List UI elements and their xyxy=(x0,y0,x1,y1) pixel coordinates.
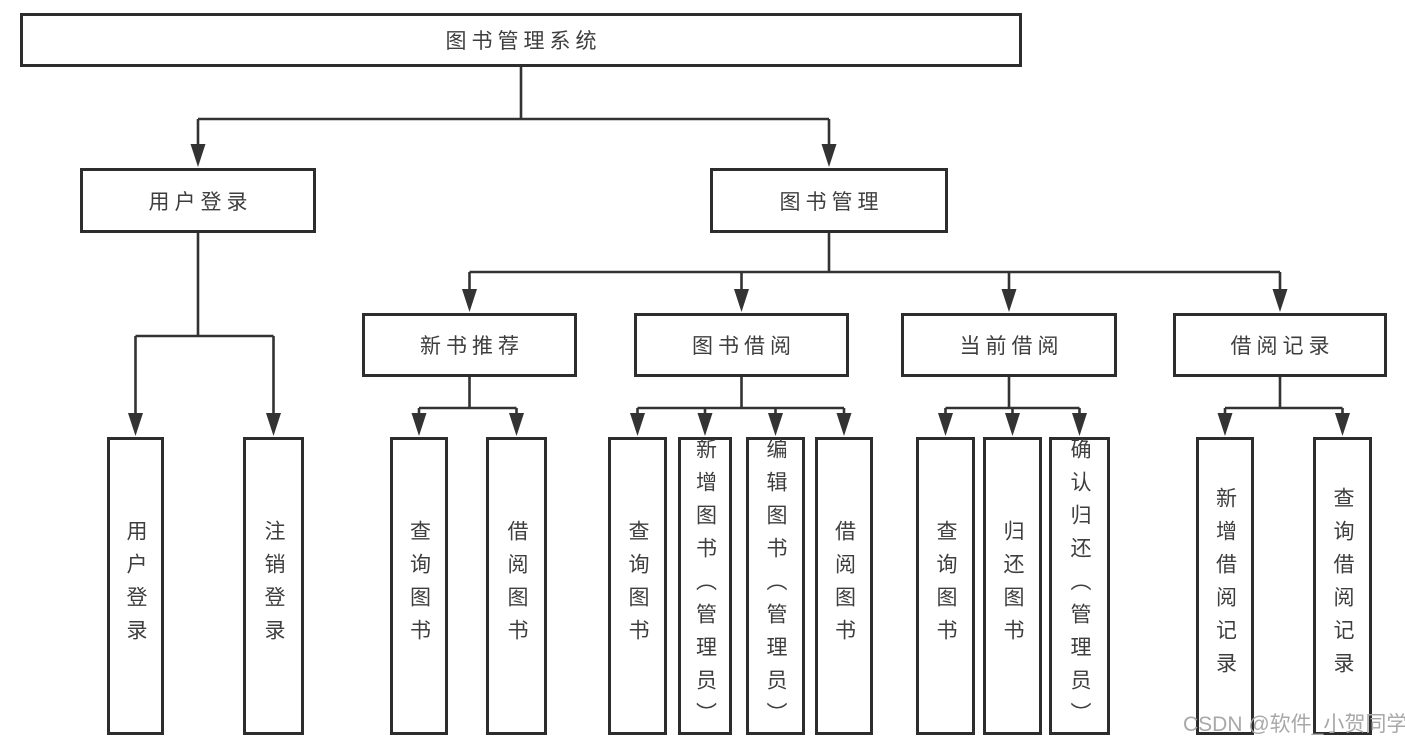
csdn-watermark: CSDN @软件_小贺同学 xyxy=(1183,713,1405,736)
node-user-login-label: 用户登录 xyxy=(148,190,253,214)
node-current-borrow-label: 当前借阅 xyxy=(959,335,1064,358)
leaf-query-book-1-label: 查询图书 xyxy=(407,520,431,652)
leaf-query-book-2-label: 查询图书 xyxy=(626,520,649,652)
arrowhead-icon xyxy=(697,413,713,436)
node-current-borrow: 当前借阅 xyxy=(901,313,1117,377)
arrowhead-icon xyxy=(509,413,524,436)
node-book-mgmt: 图书管理 xyxy=(710,168,948,233)
leaf-add-borrow-record: 新增借阅记录 xyxy=(1196,437,1254,735)
connector-user-login-to-leaves xyxy=(128,233,281,436)
arrowhead-icon xyxy=(1335,413,1350,436)
leaf-confirm-return-admin: 确认归还（管理员） xyxy=(1049,437,1110,735)
leaf-user-login: 用户登录 xyxy=(107,437,164,735)
connector-new-book-to-leaves xyxy=(411,377,524,436)
arrowhead-icon xyxy=(836,413,852,436)
leaf-borrow-book-1: 借阅图书 xyxy=(486,437,547,735)
arrowhead-icon xyxy=(1005,413,1020,436)
connector-root-to-branches xyxy=(190,67,837,167)
arrowhead-icon xyxy=(1001,289,1017,312)
leaf-edit-book-admin-label: 编辑图书（管理员） xyxy=(764,437,787,735)
leaf-logout: 注销登录 xyxy=(243,437,304,735)
node-user-login: 用户登录 xyxy=(80,168,316,233)
leaf-query-book-1: 查询图书 xyxy=(390,437,448,735)
node-borrow-records: 借阅记录 xyxy=(1173,313,1387,377)
arrowhead-icon xyxy=(1072,413,1087,436)
connector-borrow-records-to-leaves xyxy=(1217,377,1350,436)
leaf-query-book-2: 查询图书 xyxy=(608,437,667,735)
arrowhead-icon xyxy=(190,144,206,167)
node-new-book-recommend: 新书推荐 xyxy=(362,313,577,377)
arrowhead-icon xyxy=(630,413,645,436)
leaf-query-book-3-label: 查询图书 xyxy=(934,520,957,652)
node-root-label: 图书管理系统 xyxy=(445,30,602,53)
leaf-borrow-book-2-label: 借阅图书 xyxy=(832,520,856,652)
leaf-logout-label: 注销登录 xyxy=(262,520,285,652)
leaf-borrow-book-1-label: 借阅图书 xyxy=(505,520,528,652)
arrowhead-icon xyxy=(411,413,427,436)
connector-current-borrow-to-leaves xyxy=(938,377,1087,436)
arrowhead-icon xyxy=(128,413,143,436)
connector-path xyxy=(196,67,831,152)
node-book-borrow: 图书借阅 xyxy=(634,313,849,377)
node-book-mgmt-label: 图书管理 xyxy=(779,190,884,214)
connector-book-borrow-to-leaves xyxy=(630,377,852,436)
arrowhead-icon xyxy=(734,289,749,312)
leaf-query-borrow-record-label: 查询借阅记录 xyxy=(1331,487,1354,685)
node-new-book-recommend-label: 新书推荐 xyxy=(420,335,524,358)
arrowhead-icon xyxy=(462,289,477,312)
leaf-query-book-3: 查询图书 xyxy=(916,437,975,735)
node-borrow-records-label: 借阅记录 xyxy=(1230,335,1335,358)
connector-path xyxy=(417,377,518,418)
arrowhead-icon xyxy=(821,144,837,167)
leaf-add-book-admin: 新增图书（管理员） xyxy=(678,437,732,735)
connector-book-mgmt-to-groups xyxy=(462,233,1288,312)
arrowhead-icon xyxy=(266,413,281,436)
connector-path xyxy=(636,377,846,418)
leaf-borrow-book-2: 借阅图书 xyxy=(815,437,873,735)
arrowhead-icon xyxy=(768,413,783,436)
leaf-query-borrow-record: 查询借阅记录 xyxy=(1313,437,1372,735)
leaf-return-book: 归还图书 xyxy=(983,437,1042,735)
leaf-confirm-return-admin-label: 确认归还（管理员） xyxy=(1068,437,1091,735)
node-root: 图书管理系统 xyxy=(20,13,1022,67)
connector-path xyxy=(1223,377,1344,418)
leaf-return-book-label: 归还图书 xyxy=(1001,520,1024,652)
leaf-add-book-admin-label: 新增图书（管理员） xyxy=(693,437,717,735)
leaf-add-borrow-record-label: 新增借阅记录 xyxy=(1213,487,1237,685)
connector-path xyxy=(944,377,1081,418)
arrowhead-icon xyxy=(938,413,953,436)
leaf-user-login-label: 用户登录 xyxy=(124,520,147,652)
connector-path xyxy=(134,233,275,420)
arrowhead-icon xyxy=(1217,413,1233,436)
node-book-borrow-label: 图书借阅 xyxy=(692,335,796,358)
leaf-edit-book-admin: 编辑图书（管理员） xyxy=(746,437,805,735)
connector-path xyxy=(468,233,1282,295)
arrowhead-icon xyxy=(1272,289,1288,312)
